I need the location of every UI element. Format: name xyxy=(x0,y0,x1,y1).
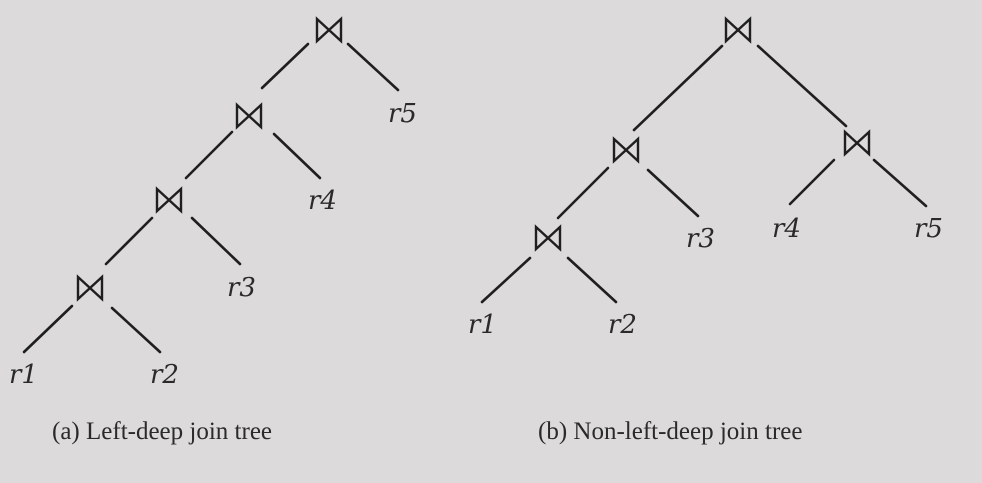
bowtie-join-icon xyxy=(235,102,263,130)
edge-a-root-r5 xyxy=(346,42,400,92)
bowtie-join-icon xyxy=(76,274,104,302)
non-left-deep-join-tree: r1 r2 r3 r4 r5 xyxy=(468,16,943,340)
bowtie-join-icon xyxy=(612,136,640,164)
edge-a-j2-j1 xyxy=(104,216,154,266)
leaf-r5: r5 xyxy=(388,99,417,129)
bowtie-join-icon xyxy=(724,16,752,44)
bowtie-join-icon xyxy=(843,129,871,157)
bowtie-join-icon xyxy=(155,186,183,214)
edge-b-root-right xyxy=(756,44,848,128)
bowtie-join-icon xyxy=(315,16,343,44)
caption-left-deep: (a) Left-deep join tree xyxy=(52,418,273,445)
edge-a-j3-r4 xyxy=(272,132,322,180)
edge-b-jr-r4 xyxy=(788,158,836,206)
edge-a-j3-j2 xyxy=(184,130,234,180)
bowtie-join-icon xyxy=(534,224,562,252)
leaf-r4: r4 xyxy=(772,214,801,244)
edge-b-jl-jll xyxy=(556,166,610,220)
edge-b-jr-r5 xyxy=(872,158,928,208)
edge-b-jll-r1 xyxy=(480,256,532,304)
edge-a-j1-r2 xyxy=(110,306,162,354)
leaf-r1: r1 xyxy=(9,360,38,390)
leaf-r2: r2 xyxy=(150,360,179,390)
edge-b-jll-r2 xyxy=(566,256,618,304)
edge-a-j2-r3 xyxy=(190,216,242,266)
leaf-r3: r3 xyxy=(686,224,715,254)
edge-b-root-left xyxy=(632,44,724,132)
leaf-r2: r2 xyxy=(608,310,637,340)
leaf-r4: r4 xyxy=(308,186,337,216)
edge-a-j1-r1 xyxy=(22,304,74,354)
edge-b-jl-r3 xyxy=(646,168,700,218)
left-deep-join-tree: r1 r2 r3 r4 r5 xyxy=(9,16,417,390)
edge-a-root-j3 xyxy=(260,42,310,90)
leaf-r1: r1 xyxy=(468,310,497,340)
caption-non-left-deep: (b) Non-left-deep join tree xyxy=(538,418,803,445)
leaf-r3: r3 xyxy=(227,273,256,303)
leaf-r5: r5 xyxy=(914,214,943,244)
